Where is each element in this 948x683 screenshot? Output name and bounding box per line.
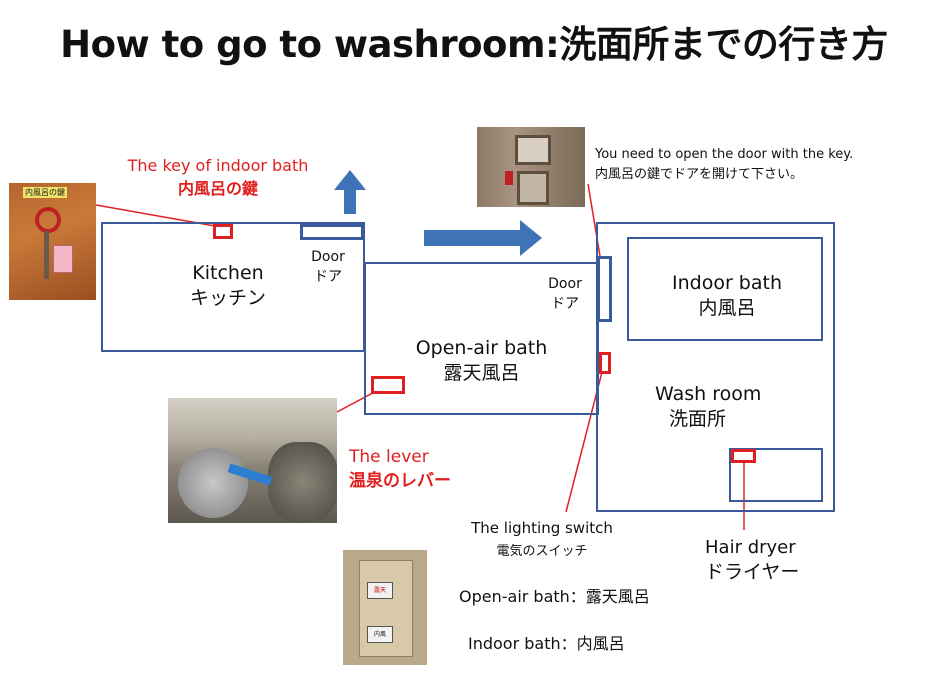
indoor-bath-label-en: Indoor bath: [671, 272, 782, 294]
switch-callout: The lighting switch 電気のスイッチ: [452, 516, 632, 564]
switch-top-label: Open-air bath：露天風呂: [459, 587, 650, 606]
key-photo: 内風呂の鍵: [9, 183, 96, 300]
door-window-lower-icon: [517, 171, 549, 205]
lever-callout: The lever 温泉のレバー: [349, 445, 489, 493]
kitchen-label-en: Kitchen: [192, 262, 264, 284]
switch-top-button[interactable]: 露天: [367, 582, 393, 599]
open-air-bath-label: Open-air bath 露天風呂: [404, 336, 559, 386]
door-lock-icon: [505, 171, 513, 185]
indoor-bath-label-jp: 内風呂: [698, 297, 756, 319]
up-arrow-icon: [334, 170, 366, 214]
indoor-bath-room: [627, 237, 823, 341]
bath-door-label: Door ドア: [539, 274, 591, 314]
key-tag-icon: [53, 245, 73, 273]
bath-door-label-en: Door: [548, 276, 582, 292]
lever-marker: [371, 376, 405, 394]
key-marker: [213, 224, 233, 239]
door-photo: [477, 127, 585, 207]
switch-panel-photo: 露天 内風: [343, 550, 427, 665]
kitchen-door-label: Door ドア: [300, 247, 356, 287]
hair-dryer-counter: [729, 448, 823, 502]
wash-room-label: Wash room 洗面所: [655, 382, 793, 432]
wash-room-label-jp: 洗面所: [669, 408, 727, 430]
dryer-callout: Hair dryer ドライヤー: [705, 535, 825, 585]
switch-bottom-tag: 内風: [373, 631, 386, 638]
key-callout: The key of indoor bath 内風呂の鍵: [108, 154, 328, 200]
dryer-marker: [731, 449, 756, 463]
key-ring-icon: [35, 207, 61, 233]
indoor-bath-label: Indoor bath 内風呂: [658, 271, 796, 321]
kitchen-door-label-en: Door: [311, 249, 345, 265]
open-air-bath-room: [364, 262, 599, 415]
kitchen-door: [300, 224, 364, 240]
switch-bottom-label: Indoor bath：内風呂: [468, 634, 625, 653]
indoor-bath-door: [597, 256, 612, 322]
key-callout-en: The key of indoor bath: [127, 156, 309, 175]
door-note-callout: You need to open the door with the key. …: [595, 145, 915, 185]
door-note-en: You need to open the door with the key.: [595, 147, 854, 162]
door-note-jp: 内風呂の鍵でドアを開けて下さい。: [595, 167, 804, 182]
switch-callout-jp: 電気のスイッチ: [496, 544, 588, 559]
open-air-bath-label-en: Open-air bath: [415, 337, 548, 359]
switch-callout-en: The lighting switch: [471, 519, 613, 537]
switch-marker: [599, 352, 611, 374]
lever-callout-en: The lever: [349, 447, 429, 467]
key-photo-tag: 内風呂の鍵: [23, 187, 67, 198]
kitchen-label-jp: キッチン: [189, 287, 266, 309]
page-title: How to go to washroom:洗面所までの行き方: [60, 23, 888, 66]
dryer-callout-jp: ドライヤー: [705, 561, 800, 583]
door-note-leader-line: [587, 183, 601, 257]
lever-callout-jp: 温泉のレバー: [349, 471, 451, 491]
kitchen-door-label-jp: ドア: [314, 269, 342, 285]
open-air-bath-label-jp: 露天風呂: [443, 362, 520, 384]
lever-pipe-icon: [178, 448, 248, 518]
switch-top-tag: 露天: [373, 587, 386, 594]
right-arrow-icon: [424, 220, 542, 256]
key-callout-jp: 内風呂の鍵: [177, 179, 258, 198]
wash-room-outline: [596, 222, 835, 512]
key-icon: [44, 231, 49, 279]
dryer-callout-en: Hair dryer: [705, 537, 796, 558]
bath-door-label-jp: ドア: [551, 296, 579, 312]
wash-room-label-en: Wash room: [655, 383, 762, 405]
lever-photo: [168, 398, 337, 523]
door-window-icon: [515, 135, 551, 165]
switch-bottom-button[interactable]: 内風: [367, 626, 393, 643]
kitchen-label: Kitchen キッチン: [168, 261, 288, 311]
lever-rock-icon: [268, 442, 337, 522]
